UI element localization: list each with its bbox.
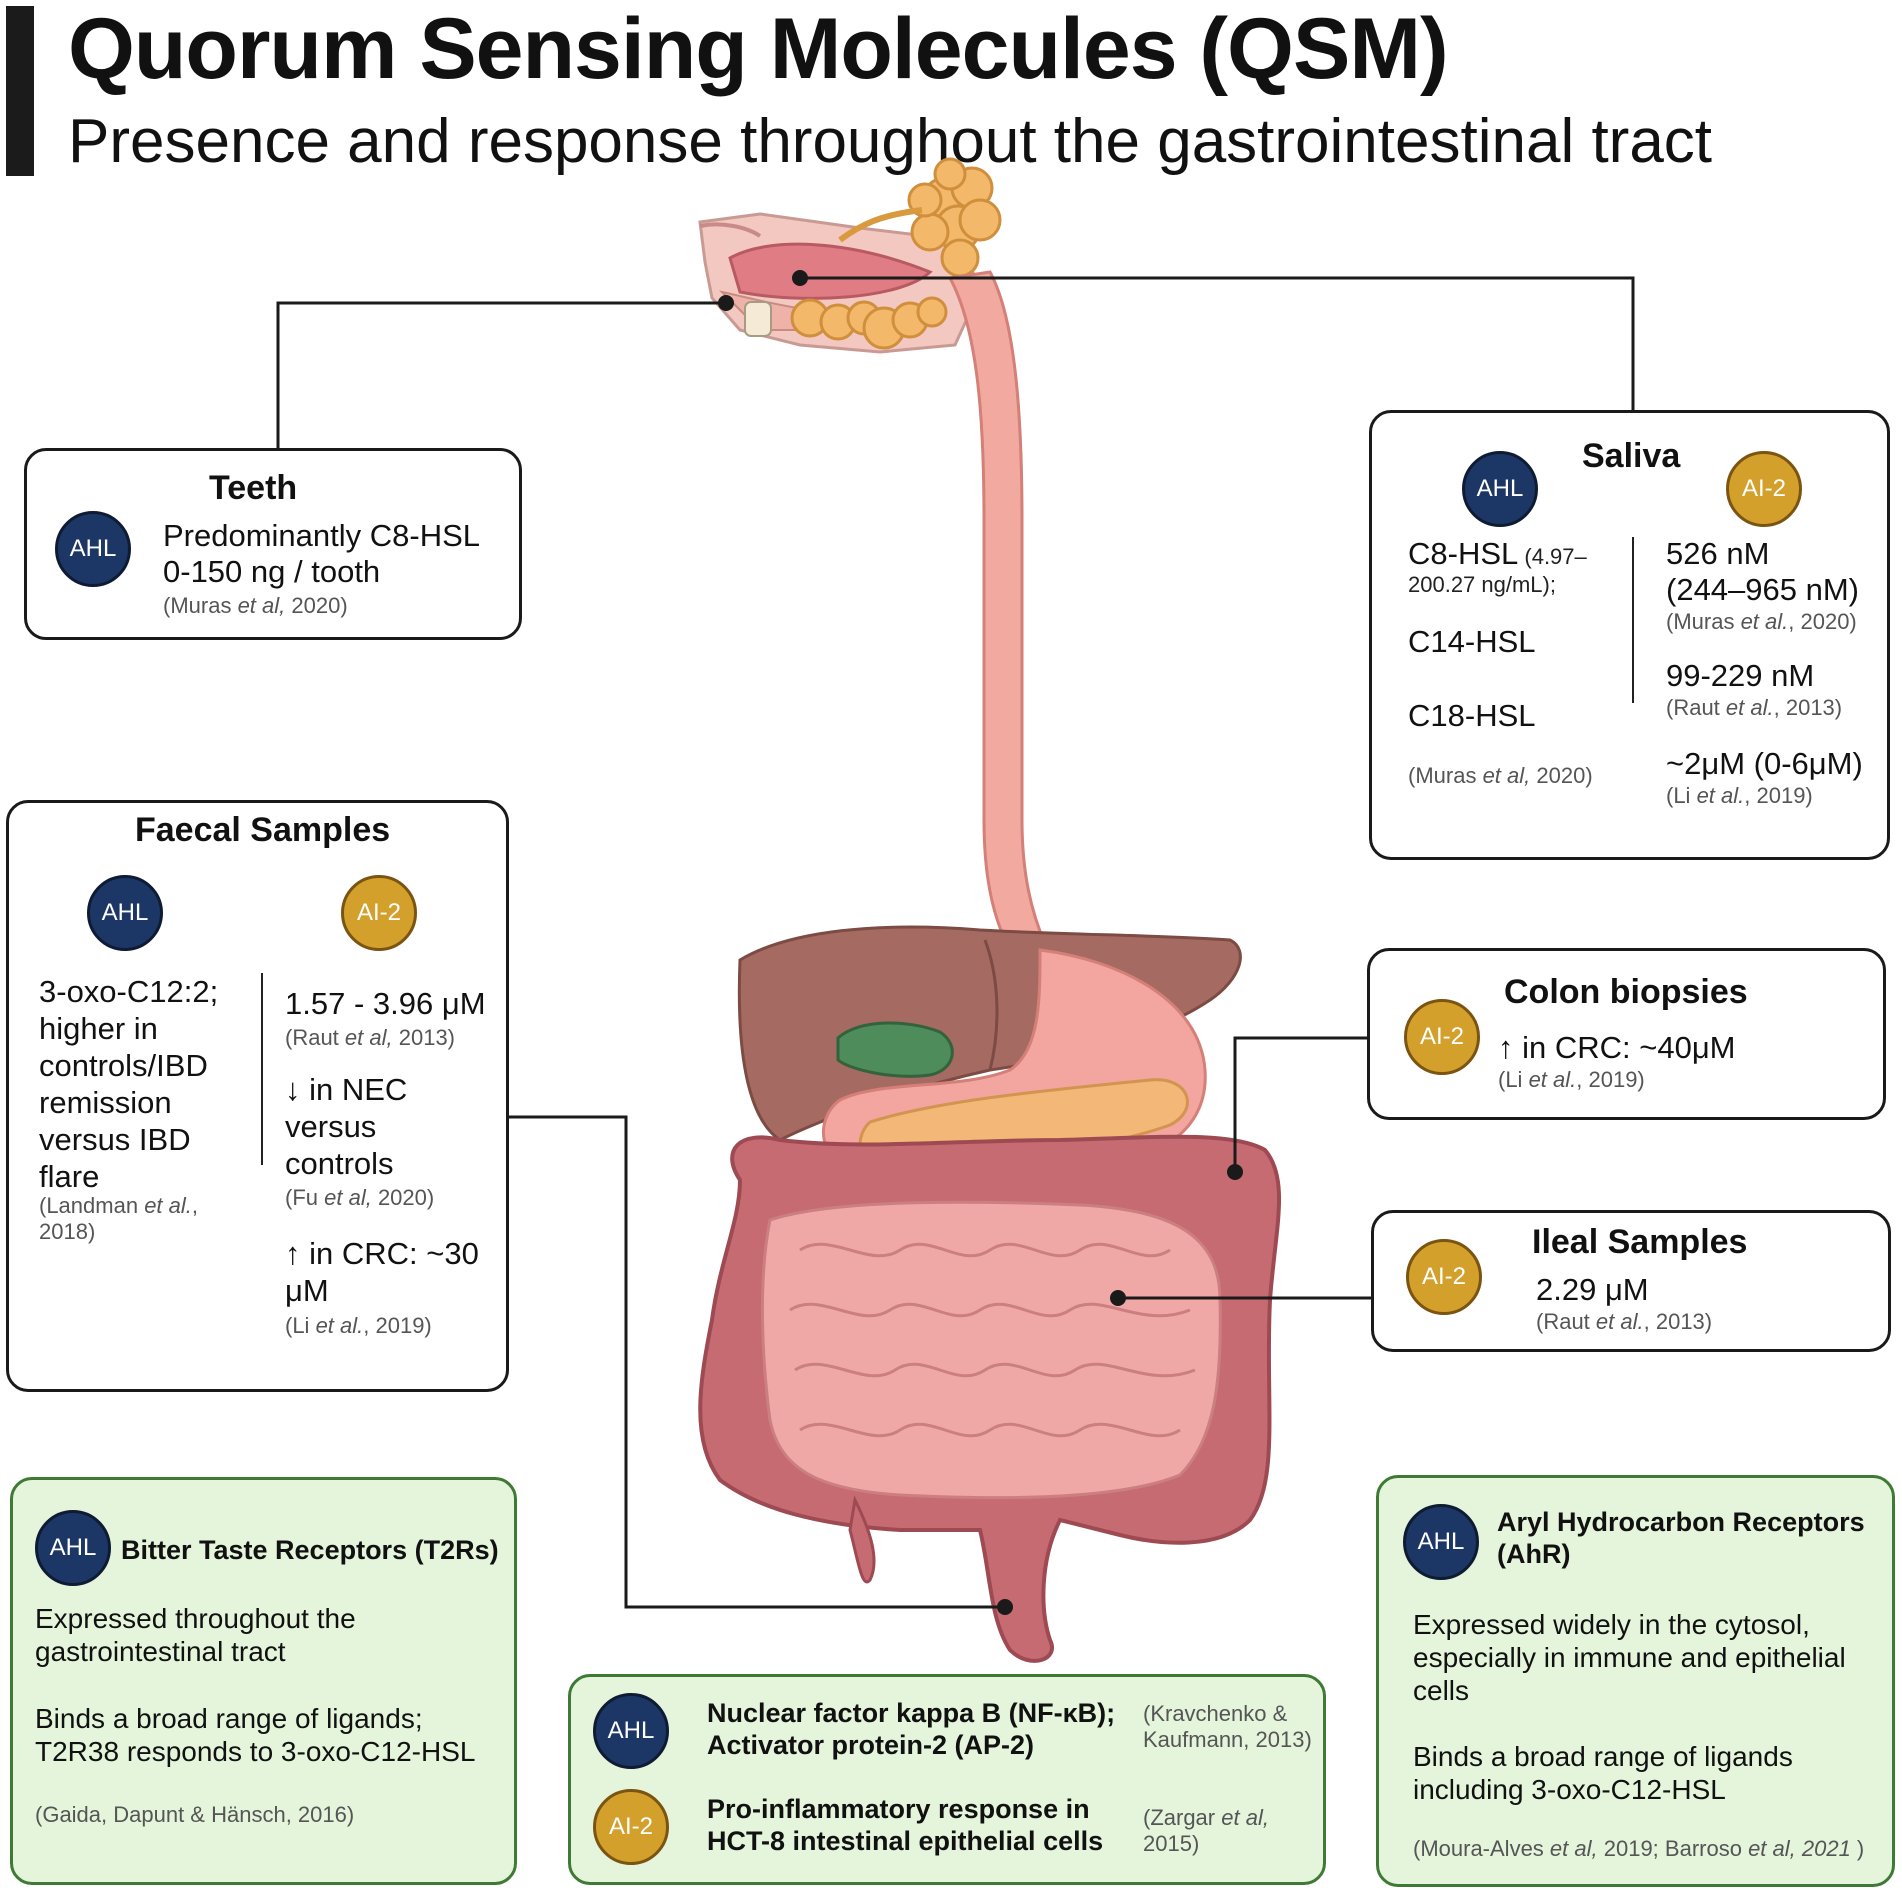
ai2-badge: AI-2	[1726, 451, 1802, 527]
saliva-ai2-value-2: 99-229 nM	[1666, 658, 1815, 693]
faecal-ai2-reference-2: (Fu et al, 2020)	[285, 1185, 435, 1210]
saliva-box: Saliva AHL AI-2 C8-HSL (4.97–200.27 ng/m…	[1369, 410, 1890, 860]
colon-title: Colon biopsies	[1504, 973, 1748, 1011]
ahr-paragraph-1: Expressed widely in the cytosol, especia…	[1413, 1609, 1846, 1706]
faecal-ai2-value-3: ↑ in CRC: ~30 μM	[285, 1236, 479, 1308]
teeth-box: Teeth AHL Predominantly C8-HSL 0-150 ng …	[24, 448, 522, 640]
saliva-ai2-reference-1: (Muras et al., 2020)	[1666, 609, 1857, 634]
saliva-ai2-reference-2: (Raut et al., 2013)	[1666, 695, 1843, 720]
aryl-hydrocarbon-receptors-box: AHL Aryl Hydrocarbon Receptors (AhR) Exp…	[1376, 1475, 1895, 1887]
faecal-title: Faecal Samples	[135, 811, 391, 849]
leader-lines	[276, 276, 1635, 1609]
ai2-badge: AI-2	[593, 1789, 669, 1865]
faecal-ai2-reference-1: (Raut et al, 2013)	[285, 1025, 456, 1050]
ai2-badge: AI-2	[1404, 999, 1480, 1075]
faecal-ahl-text: 3-oxo-C12:2; higher in controls/IBD remi…	[39, 974, 219, 1194]
leader-dots	[718, 270, 1243, 1615]
ai2-inflammatory-reference: (Zargar et al, 2015)	[1143, 1805, 1269, 1856]
faecal-ahl-reference: (Landman et al., 2018)	[39, 1193, 199, 1244]
ahr-paragraph-2: Binds a broad range of ligands including…	[1413, 1741, 1793, 1805]
ahr-title: Aryl Hydrocarbon Receptors (AhR)	[1497, 1507, 1865, 1569]
saliva-ai2-reference-3: (Li et al., 2019)	[1666, 783, 1813, 808]
colon-reference: (Li et al., 2019)	[1498, 1067, 1645, 1092]
ai2-badge: AI-2	[341, 875, 417, 951]
bitter-taste-receptors-box: AHL Bitter Taste Receptors (T2Rs) Expres…	[10, 1477, 517, 1885]
faecal-ai2-value-2: ↓ in NEC versus controls	[285, 1072, 408, 1181]
saliva-ahl-reference: (Muras et al, 2020)	[1408, 763, 1593, 788]
ahl-badge: AHL	[35, 1510, 111, 1586]
mouth-illustration	[698, 212, 982, 354]
bitter-paragraph-1: Expressed throughout the gastrointestina…	[35, 1603, 356, 1667]
ileal-samples-box: Ileal Samples AI-2 2.29 μM (Raut et al.,…	[1371, 1210, 1891, 1352]
teeth-reference: (Muras et al, 2020)	[163, 593, 348, 618]
ileal-value: 2.29 μM	[1536, 1272, 1649, 1307]
saliva-ahl-c8: C8-HSL (4.97–200.27 ng/mL);	[1408, 536, 1587, 597]
ileal-reference: (Raut et al., 2013)	[1536, 1309, 1713, 1334]
ahr-reference: (Moura-Alves et al, 2019; Barroso et al,…	[1413, 1836, 1865, 1861]
nfkb-reference: (Kravchenko & Kaufmann, 2013)	[1143, 1701, 1312, 1752]
faecal-divider	[261, 973, 263, 1165]
colon-value: ↑ in CRC: ~40μM	[1498, 1030, 1736, 1065]
faecal-ai2-value-1: 1.57 - 3.96 μM	[285, 986, 486, 1021]
page-subtitle: Presence and response throughout the gas…	[68, 107, 1713, 176]
salivary-glands	[790, 157, 1002, 350]
saliva-ahl-c18: C18-HSL	[1408, 698, 1536, 733]
colon-biopsies-box: Colon biopsies AI-2 ↑ in CRC: ~40μM (Li …	[1367, 948, 1886, 1120]
esophagus	[947, 270, 1049, 952]
saliva-ai2-value-3: ~2μM (0-6μM)	[1666, 746, 1863, 781]
teeth-title: Teeth	[209, 469, 298, 507]
saliva-divider	[1632, 537, 1634, 703]
ileal-title: Ileal Samples	[1532, 1223, 1748, 1261]
ahl-badge: AHL	[1462, 451, 1538, 527]
bitter-title: Bitter Taste Receptors (T2Rs)	[121, 1535, 499, 1565]
page-title: Quorum Sensing Molecules (QSM)	[68, 1, 1449, 97]
ahl-badge: AHL	[87, 875, 163, 951]
ahl-badge: AHL	[1403, 1504, 1479, 1580]
saliva-ahl-c14: C14-HSL	[1408, 624, 1536, 659]
ai2-badge: AI-2	[1406, 1239, 1482, 1315]
nfkb-title: Nuclear factor kappa B (NF-κB); Activato…	[707, 1698, 1116, 1760]
ai2-inflammatory-title: Pro-inflammatory response in HCT-8 intes…	[707, 1794, 1104, 1856]
bitter-paragraph-2: Binds a broad range of ligands; T2R38 re…	[35, 1703, 476, 1767]
bitter-reference: (Gaida, Dapunt & Hänsch, 2016)	[35, 1802, 355, 1827]
appendix	[848, 1495, 876, 1584]
faecal-ai2-reference-3: (Li et al., 2019)	[285, 1313, 432, 1338]
teeth-line-1: Predominantly C8-HSL	[163, 518, 481, 553]
saliva-ai2-value-1: 526 nM	[1666, 536, 1770, 571]
faecal-samples-box: Faecal Samples AHL AI-2 3-oxo-C12:2; hig…	[6, 800, 509, 1392]
teeth-line-2: 0-150 ng / tooth	[163, 554, 381, 589]
saliva-ai2-range-1: (244–965 nM)	[1666, 572, 1860, 607]
ahl-badge: AHL	[55, 511, 131, 587]
ahl-badge: AHL	[593, 1693, 669, 1769]
title-accent-bar	[6, 6, 34, 176]
gallbladder	[836, 1021, 954, 1078]
nfkb-inflammatory-box: AHL Nuclear factor kappa B (NF-κB); Acti…	[568, 1674, 1326, 1885]
saliva-title: Saliva	[1582, 437, 1681, 475]
